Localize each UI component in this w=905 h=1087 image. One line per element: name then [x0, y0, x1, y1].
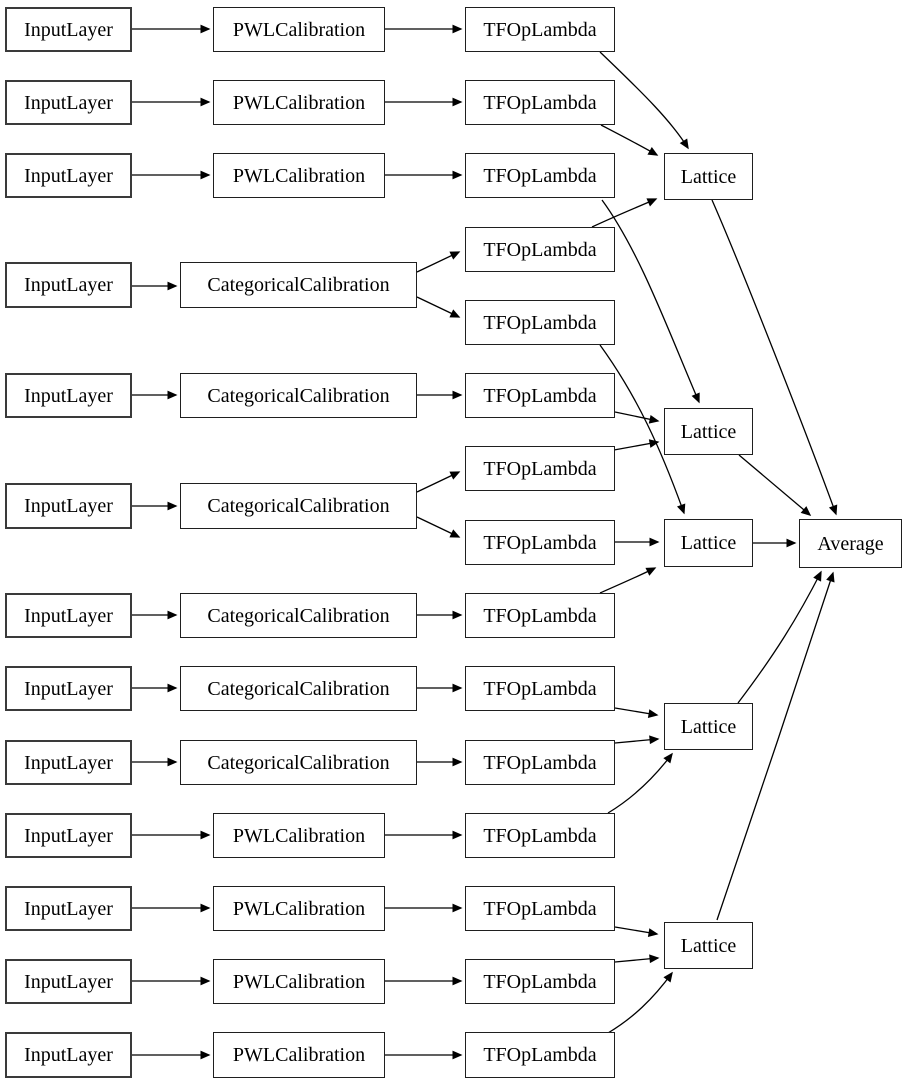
node-inputlayer-8: InputLayer — [5, 666, 132, 711]
node-tfoplambda-8: TFOpLambda — [465, 520, 615, 565]
edge-t14-lattice5 — [614, 954, 660, 964]
node-tfoplambda-4: TFOpLambda — [465, 227, 615, 272]
node-average: Average — [799, 519, 902, 568]
node-tfoplambda-10: TFOpLambda — [465, 666, 615, 711]
edge-t6-lattice2 — [614, 411, 660, 424]
node-tfoplambda-11: TFOpLambda — [465, 740, 615, 785]
node-pwlcalibration-5: PWLCalibration — [213, 886, 385, 931]
edge-lattice2-average — [738, 454, 812, 516]
node-pwlcalibration-7: PWLCalibration — [213, 1032, 385, 1078]
node-pwlcalibration-4: PWLCalibration — [213, 813, 385, 858]
node-categoricalcalibration-1: CategoricalCalibration — [180, 262, 417, 308]
node-tfoplambda-7: TFOpLambda — [465, 446, 615, 491]
node-tfoplambda-12: TFOpLambda — [465, 813, 615, 858]
node-inputlayer-2: InputLayer — [5, 80, 132, 125]
node-pwlcalibration-2: PWLCalibration — [213, 80, 385, 125]
node-pwlcalibration-3: PWLCalibration — [213, 153, 385, 198]
edge-t10-lattice4 — [614, 707, 659, 718]
node-lattice-4: Lattice — [664, 703, 753, 750]
node-categoricalcalibration-6: CategoricalCalibration — [180, 740, 417, 785]
edge-t11-lattice4 — [614, 735, 660, 745]
edge-lattice4-average — [737, 570, 822, 704]
node-tfoplambda-14: TFOpLambda — [465, 959, 615, 1004]
node-lattice-2: Lattice — [664, 408, 753, 455]
edge-t12-lattice4 — [607, 752, 673, 814]
edge-t13-lattice5 — [614, 926, 659, 937]
edge-t3-lattice2 — [601, 199, 700, 404]
node-lattice-1: Lattice — [664, 153, 753, 200]
node-pwlcalibration-1: PWLCalibration — [213, 7, 385, 52]
node-categoricalcalibration-2: CategoricalCalibration — [180, 373, 417, 418]
edge-m4-t4 — [416, 251, 461, 273]
node-lattice-5: Lattice — [664, 922, 753, 969]
node-pwlcalibration-6: PWLCalibration — [213, 959, 385, 1004]
node-inputlayer-1: InputLayer — [5, 7, 132, 52]
node-tfoplambda-9: TFOpLambda — [465, 593, 615, 638]
node-inputlayer-7: InputLayer — [5, 593, 132, 638]
node-tfoplambda-6: TFOpLambda — [465, 373, 615, 418]
edge-t9-lattice3 — [599, 567, 657, 594]
node-tfoplambda-13: TFOpLambda — [465, 886, 615, 931]
edge-t15-lattice5 — [607, 971, 673, 1034]
edge-t4-lattice1 — [591, 198, 658, 228]
node-categoricalcalibration-3: CategoricalCalibration — [180, 483, 417, 529]
node-inputlayer-6: InputLayer — [5, 483, 132, 529]
edge-lattice5-average — [716, 571, 835, 921]
node-inputlayer-4: InputLayer — [5, 262, 132, 308]
edge-lattice1-average — [711, 199, 838, 516]
node-inputlayer-10: InputLayer — [5, 813, 132, 858]
node-categoricalcalibration-4: CategoricalCalibration — [180, 593, 417, 638]
node-tfoplambda-15: TFOpLambda — [465, 1032, 615, 1078]
edge-t1-lattice1 — [599, 51, 689, 150]
node-inputlayer-3: InputLayer — [5, 153, 132, 198]
edge-m6-t8 — [416, 516, 461, 538]
node-tfoplambda-5: TFOpLambda — [465, 300, 615, 345]
node-inputlayer-12: InputLayer — [5, 959, 132, 1004]
node-inputlayer-13: InputLayer — [5, 1032, 132, 1078]
edge-m4-t5 — [416, 296, 461, 318]
node-inputlayer-11: InputLayer — [5, 886, 132, 931]
node-tfoplambda-3: TFOpLambda — [465, 153, 615, 198]
edge-t5-lattice3 — [599, 344, 686, 515]
node-categoricalcalibration-5: CategoricalCalibration — [180, 666, 417, 711]
node-inputlayer-5: InputLayer — [5, 373, 132, 418]
node-tfoplambda-2: TFOpLambda — [465, 80, 615, 125]
edge-m6-t7 — [416, 471, 461, 493]
edge-t7-lattice2 — [613, 439, 660, 451]
edge-t2-lattice1 — [600, 124, 659, 156]
node-inputlayer-9: InputLayer — [5, 740, 132, 785]
node-lattice-3: Lattice — [664, 519, 753, 567]
node-tfoplambda-1: TFOpLambda — [465, 7, 615, 52]
